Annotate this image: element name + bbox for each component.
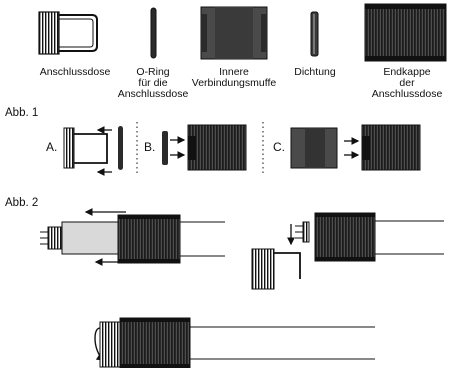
step-label-a: A. — [46, 140, 58, 154]
label-inner-coupling: Innere Verbindungsmuffe — [191, 66, 277, 89]
label-end-cap: Endkappe der Anschlussdose — [371, 66, 443, 100]
label-seal: Dichtung — [294, 66, 336, 78]
fig1-step-c — [290, 124, 421, 171]
fig1-step-b — [162, 124, 247, 171]
fig2-right-assembly — [251, 212, 444, 290]
fig2-bottom-assembly — [94, 317, 375, 368]
fig2-title: Abb. 2 — [5, 197, 39, 209]
junction-box-part — [38, 11, 98, 55]
end-cap-part — [364, 3, 447, 62]
step-label-b: B. — [144, 140, 156, 154]
fig2-left-assembly — [40, 208, 225, 266]
step-label-c: C. — [273, 140, 285, 154]
fig1-title: Abb. 1 — [5, 107, 39, 119]
seal-part — [310, 11, 319, 57]
label-junction-box: Anschlussdose — [39, 66, 111, 78]
o-ring-part — [150, 7, 157, 59]
label-o-ring: O-Ring für die Anschlussdose — [117, 66, 189, 100]
fig1-step-a — [63, 126, 123, 176]
inner-coupling-part — [200, 6, 268, 60]
